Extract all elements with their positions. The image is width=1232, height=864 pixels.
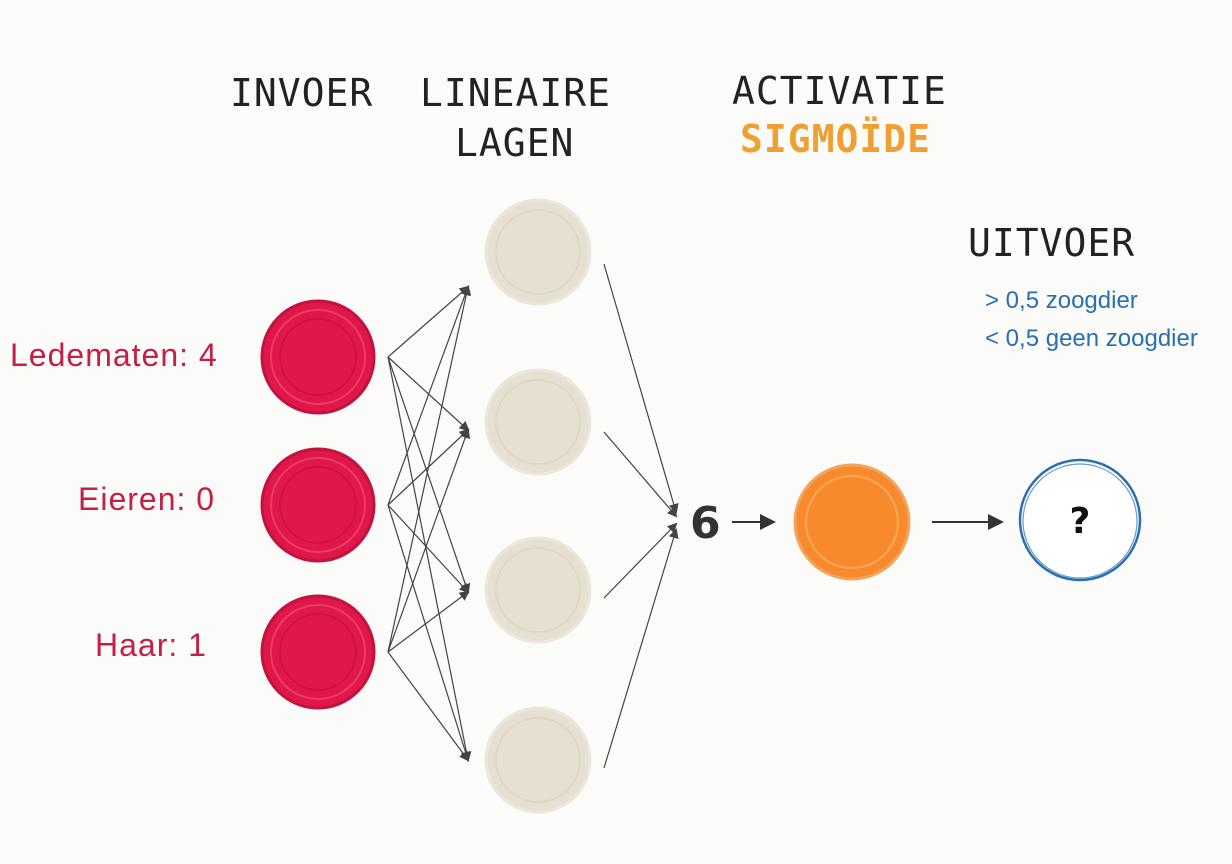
- sum-value: 6: [690, 498, 721, 549]
- edge-input-3-to-hidden-4: [387, 651, 470, 762]
- header-output: UITVOER: [968, 221, 1135, 265]
- edge-input-3-to-hidden-2: [387, 428, 470, 653]
- output-node: [1018, 458, 1142, 582]
- edge-input-3-to-hidden-1: [387, 285, 472, 653]
- input-node-eggs: [260, 447, 376, 563]
- input-label-hair: Haar: 1: [95, 627, 207, 663]
- edge-input-2-to-hidden-1: [387, 285, 470, 506]
- output-question-mark: ?: [1070, 501, 1091, 542]
- input-label-eggs: Eieren: 0: [78, 481, 215, 517]
- hidden-node-4: [484, 706, 592, 814]
- hidden-node-1: [484, 198, 592, 306]
- edge-input-1-to-hidden-1: [387, 285, 470, 358]
- edge-input-1-to-hidden-4: [387, 356, 472, 762]
- input-label-limbs: Ledematen: 4: [10, 337, 218, 373]
- input-node-hair: [260, 594, 376, 710]
- header-activation: ACTIVATIE: [732, 69, 947, 113]
- activation-node: [793, 463, 911, 581]
- header-linear-line1: LINEAIRE: [420, 71, 611, 115]
- input-node-limbs: [260, 299, 376, 415]
- legend-line-below: < 0,5 geen zoogdier: [985, 325, 1198, 352]
- edge-input-2-to-hidden-4: [387, 504, 471, 762]
- header-input: INVOER: [230, 71, 373, 115]
- edge-hidden-2-to-sum: [603, 431, 678, 518]
- connections-group: [387, 263, 679, 769]
- header-activation-type: SIGMOÏDE: [740, 117, 931, 161]
- edge-hidden-1-to-sum: [603, 263, 679, 514]
- edge-input-1-to-hidden-2: [387, 356, 470, 432]
- hidden-node-2: [484, 368, 592, 476]
- legend-line-above: > 0,5 zoogdier: [985, 287, 1138, 314]
- edge-input-3-to-hidden-3: [387, 590, 470, 653]
- edge-input-2-to-hidden-3: [387, 504, 470, 594]
- edge-hidden-4-to-sum: [603, 528, 679, 769]
- edge-hidden-3-to-sum: [603, 522, 678, 599]
- hidden-node-3: [484, 536, 592, 644]
- edge-input-1-to-hidden-3: [387, 356, 471, 594]
- header-linear-line2: LAGEN: [455, 121, 574, 165]
